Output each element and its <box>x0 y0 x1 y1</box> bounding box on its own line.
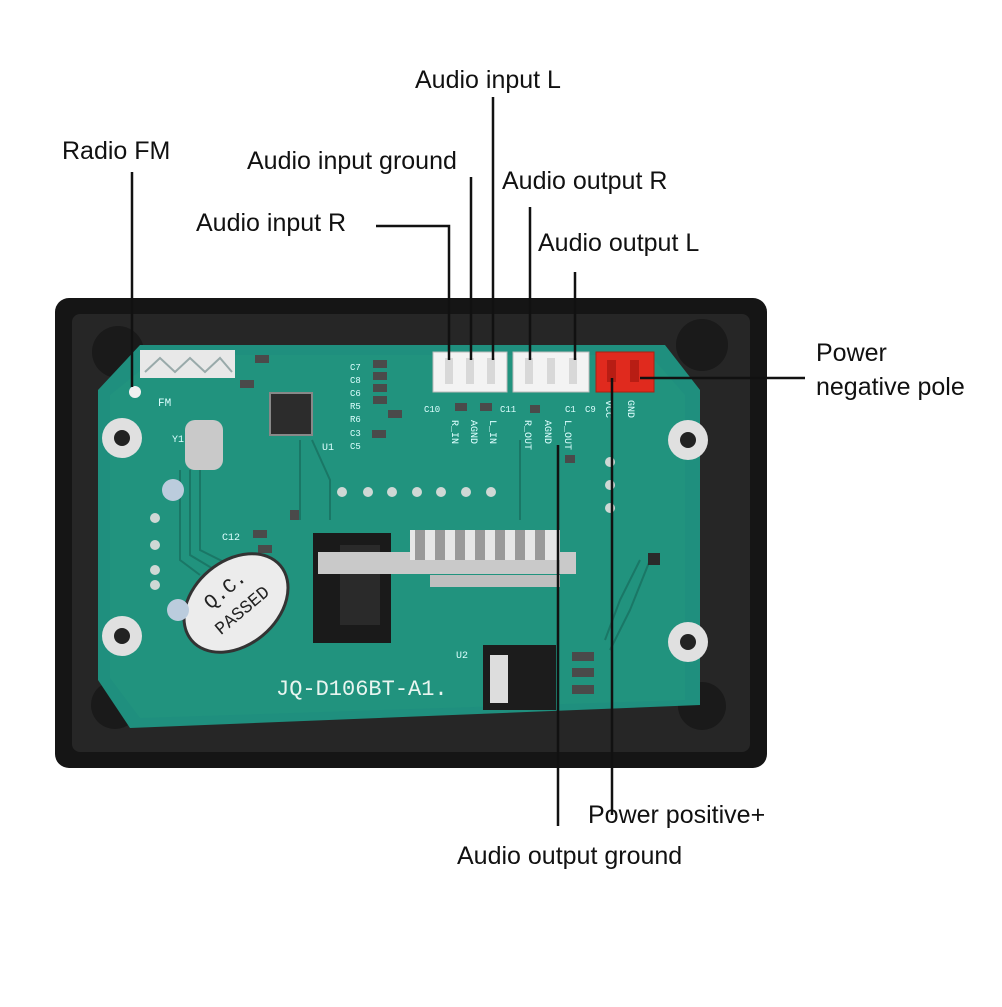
screw-tl <box>102 418 142 458</box>
callout-audio-output-l: Audio output L <box>538 229 700 257</box>
label-y1: Y1 <box>172 435 184 446</box>
pin-r-in: R_IN <box>448 420 459 444</box>
pin-l-in: L_IN <box>486 420 497 444</box>
label-r5: R5 <box>350 402 361 412</box>
label-u2: U2 <box>456 651 468 662</box>
crystal-y1 <box>185 420 223 470</box>
screw-br <box>668 622 708 662</box>
callout-power-negative-line2: negative pole <box>816 373 965 401</box>
label-c12: C12 <box>222 533 240 544</box>
callout-power-negative-line1: Power <box>816 339 887 367</box>
callout-power-positive: Power positive+ <box>588 801 766 829</box>
screw-bl <box>102 616 142 656</box>
callout-audio-input-l: Audio input L <box>415 66 561 94</box>
label-c6: C6 <box>350 389 361 399</box>
power-connector <box>595 351 655 393</box>
callout-audio-output-ground: Audio output ground <box>457 842 683 870</box>
screw-tr <box>668 420 708 460</box>
label-c7: C7 <box>350 363 361 373</box>
pcb-traces <box>179 439 651 651</box>
board-model-label: JQ-D106BT-A1. <box>276 677 448 702</box>
leader-lines <box>130 97 805 826</box>
leader-audio-input-r <box>376 224 451 360</box>
label-c3: C3 <box>350 429 361 439</box>
pcb-highlight <box>110 355 685 718</box>
pin-agnd-out: AGND <box>541 420 552 444</box>
callout-radio-fm: Radio FM <box>62 137 171 165</box>
callout-audio-input-ground: Audio input ground <box>247 147 457 175</box>
label-c10: C10 <box>424 405 440 415</box>
label-r6: R6 <box>350 415 361 425</box>
callout-audio-output-r: Audio output R <box>502 167 668 195</box>
pin-l-out: L_OUT <box>561 420 572 450</box>
antenna-trace <box>144 356 233 374</box>
qc-stamp: Q.C. PASSED <box>182 552 290 654</box>
label-c9: C9 <box>585 405 596 415</box>
fm-pad <box>129 386 141 398</box>
label-c8: C8 <box>350 376 361 386</box>
callout-audio-input-r: Audio input R <box>196 209 347 237</box>
passive-components <box>240 355 575 553</box>
pin-agnd-in: AGND <box>467 420 478 444</box>
pin-r-out: R_OUT <box>521 420 532 450</box>
fm-label: FM <box>158 398 171 410</box>
label-c11: C11 <box>500 405 516 415</box>
ic-u1 <box>269 392 313 436</box>
via-row <box>150 457 615 590</box>
antenna-pattern <box>140 350 235 378</box>
pin-gnd: GND <box>624 400 635 418</box>
label-u1: U1 <box>322 443 334 454</box>
label-c5: C5 <box>350 442 361 452</box>
label-c1: C1 <box>565 405 576 415</box>
corner-boss-tr <box>676 319 728 371</box>
pin-vcc: VCC <box>602 400 613 418</box>
